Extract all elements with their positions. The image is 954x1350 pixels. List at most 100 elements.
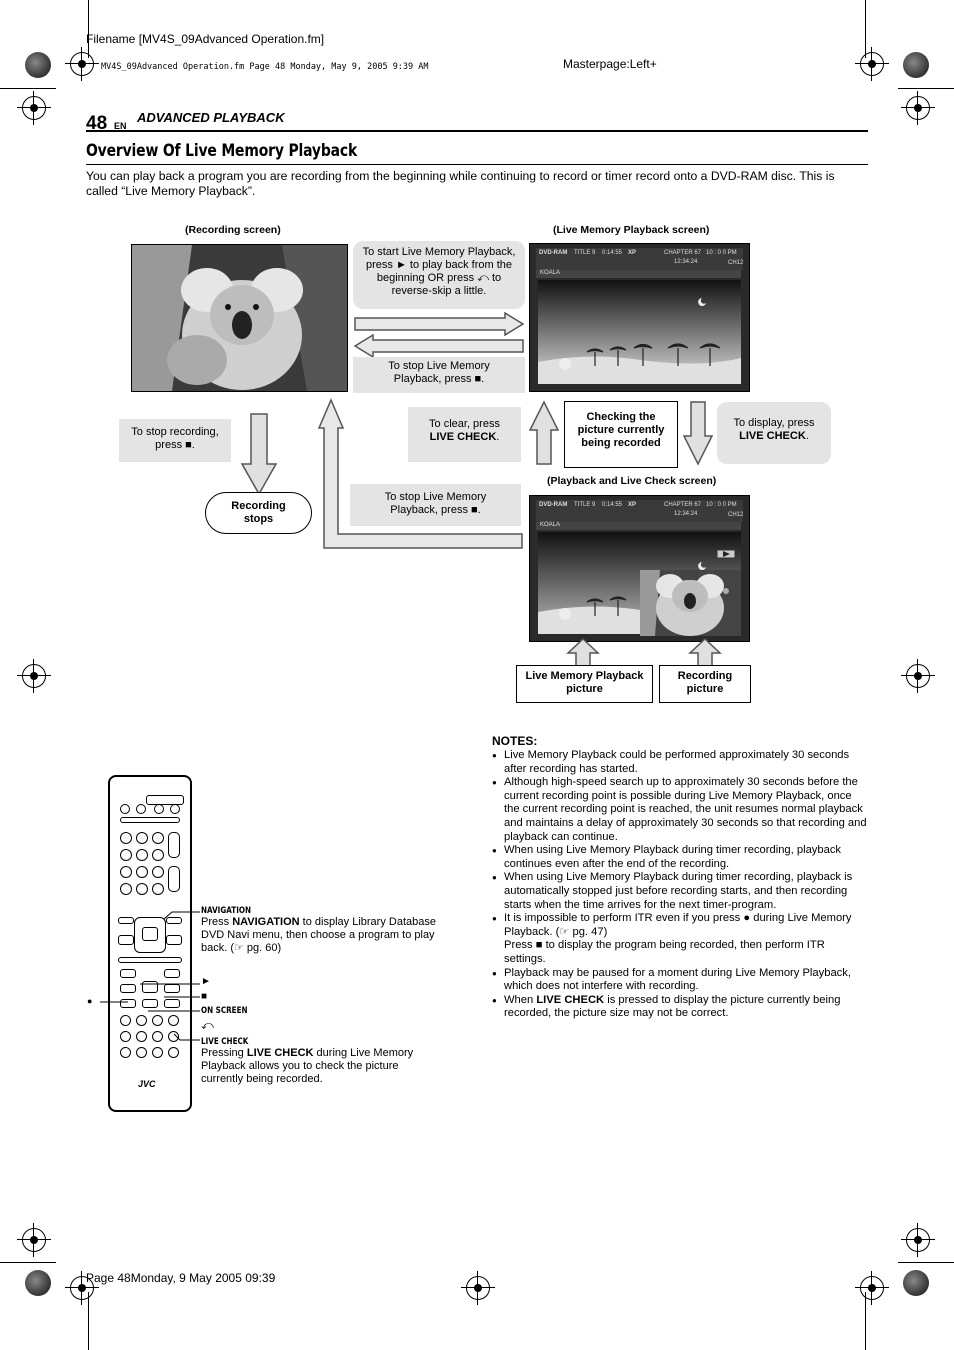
lmp-program-bar: KOALA (536, 270, 741, 278)
color-patch-bottom-right (903, 1270, 929, 1296)
live-check-callout-label: LIVE CHECK (201, 1037, 249, 1047)
registration-mark-bottom-center (461, 1271, 495, 1305)
print-info: MV4S_09Advanced Operation.fm Page 48 Mon… (101, 62, 429, 72)
remote-key-3 (152, 832, 164, 844)
arrow-return-to-recording (318, 398, 523, 549)
display-instruction: To display, press LIVE CHECK. (717, 402, 831, 464)
remote-skip-back (120, 969, 136, 978)
remote-stop-button (164, 999, 180, 1008)
plc-program-bar: KOALA (536, 522, 741, 530)
color-patch-top-left (25, 52, 51, 78)
registration-mark-top-left (65, 47, 99, 81)
remote-lower-12 (168, 1047, 179, 1058)
skip-back-icon: ⤺ (201, 1018, 214, 1032)
registration-mark-right-lower (901, 1223, 935, 1257)
arrow-up-recording-picture (688, 637, 722, 667)
play-callout-icon: ► (201, 976, 211, 987)
remote-key-4 (120, 849, 132, 861)
remote-brand-logo: JVC (138, 1079, 156, 1089)
remote-lower-9 (120, 1047, 131, 1058)
note-item: When using Live Memory Playback during t… (492, 844, 868, 871)
arrow-to-lmp (354, 312, 525, 336)
checking-picture-box: Checking the picture currently being rec… (564, 401, 678, 468)
remote-skip-forward (164, 969, 180, 978)
arrow-to-recording (353, 334, 524, 358)
remote-body: JVC (108, 775, 192, 1112)
page-lang: EN (114, 121, 127, 131)
remote-lower-1 (120, 1015, 131, 1026)
remote-volume (168, 866, 180, 892)
note-item: Although high-speed search up to approxi… (492, 776, 868, 844)
remote-lower-5 (120, 1031, 131, 1042)
live-check-callout-text: Pressing LIVE CHECK during Live Memory P… (201, 1047, 414, 1085)
registration-mark-left-middle (17, 659, 51, 693)
recording-stops-badge: Recording stops (205, 492, 312, 534)
stop-recording-instruction: To stop recording, press ■. (119, 419, 231, 462)
masterpage-label: Masterpage:Left+ (563, 57, 657, 71)
remote-lower-11 (152, 1047, 163, 1058)
filename-label: Filename [MV4S_09Advanced Operation.fm] (86, 32, 325, 46)
recording-picture-box: Recording picture (659, 665, 751, 703)
navigation-callout-text: Press NAVIGATION to display Library Data… (201, 916, 436, 954)
clear-instruction: To clear, press LIVE CHECK. (408, 407, 521, 462)
registration-mark-bottom-right (855, 1271, 889, 1305)
remote-navigation-button (166, 917, 182, 924)
stop-lmp-instruction-1: To stop Live Memory Playback, press ■. (353, 357, 525, 393)
remote-small-button-1 (136, 804, 146, 814)
remote-menu-left-2 (118, 935, 134, 945)
on-screen-callout-label: ON SCREEN (201, 1006, 248, 1016)
plc-osd-bar: DVD-RAM TITLE 9 0:14:55 XP CHAPTER 67 12… (536, 500, 743, 522)
remote-key-star (152, 883, 164, 895)
remote-display-window (146, 795, 184, 805)
remote-key-1 (120, 832, 132, 844)
title-rule (86, 164, 868, 165)
remote-ok-button (142, 927, 158, 941)
page-number: 48 (86, 113, 108, 134)
start-lmp-instruction: To start Live Memory Playback, press ► t… (353, 241, 525, 309)
header-rule (86, 130, 868, 132)
record-callout-icon: ● (87, 996, 93, 1006)
remote-key-0 (120, 883, 132, 895)
remote-callout-lines (100, 911, 200, 1041)
notes-list: Live Memory Playback could be performed … (492, 749, 868, 1021)
remote-small-button-2 (154, 804, 164, 814)
section-title: ADVANCED PLAYBACK (137, 110, 285, 125)
remote-live-check-button (168, 1031, 179, 1042)
navigation-callout-label: NAVIGATION (201, 906, 252, 916)
registration-mark-right-middle (901, 659, 935, 693)
remote-channel-up (168, 832, 180, 858)
stop-lmp-instruction-2: To stop Live Memory Playback, press ■. (350, 484, 521, 526)
arrow-up-lmp-picture (566, 637, 600, 667)
remote-key-5 (136, 849, 148, 861)
remote-key-7 (120, 866, 132, 878)
remote-menu-left (118, 917, 134, 924)
lmp-picture-box: Live Memory Playback picture (516, 665, 653, 703)
registration-mark-bottom-left (65, 1271, 99, 1305)
remote-dpad (134, 917, 166, 953)
note-item: It is impossible to perform ITR even if … (492, 912, 868, 966)
remote-key-9 (152, 866, 164, 878)
remote-lower-4 (168, 1015, 179, 1026)
recording-screen-label: (Recording screen) (185, 224, 281, 236)
plc-screen-label: (Playback and Live Check screen) (547, 475, 717, 487)
registration-mark-right-upper (901, 91, 935, 125)
remote-lower-6 (136, 1031, 147, 1042)
footer-print-info: Page 48Monday, 9 May 2005 09:39 (86, 1271, 276, 1285)
remote-key-6 (152, 849, 164, 861)
remote-key-hash (136, 883, 148, 895)
remote-on-screen-button (136, 1015, 147, 1026)
color-patch-bottom-left (25, 1270, 51, 1296)
color-patch-top-right (903, 52, 929, 78)
remote-pause-button (142, 999, 158, 1008)
remote-rewind (120, 984, 136, 993)
intro-paragraph: You can play back a program you are reco… (86, 169, 835, 198)
arrow-down-to-live-check (682, 401, 714, 466)
remote-lower-3 (152, 1015, 163, 1026)
remote-small-button-3 (170, 804, 180, 814)
notes-section: NOTES: Live Memory Playback could be per… (492, 734, 868, 1021)
remote-bar-2 (118, 957, 182, 963)
remote-key-2 (136, 832, 148, 844)
remote-key-8 (136, 866, 148, 878)
plc-screen-image: DVD-RAM TITLE 9 0:14:55 XP CHAPTER 67 12… (529, 495, 750, 642)
note-item: When using Live Memory Playback during t… (492, 871, 868, 912)
